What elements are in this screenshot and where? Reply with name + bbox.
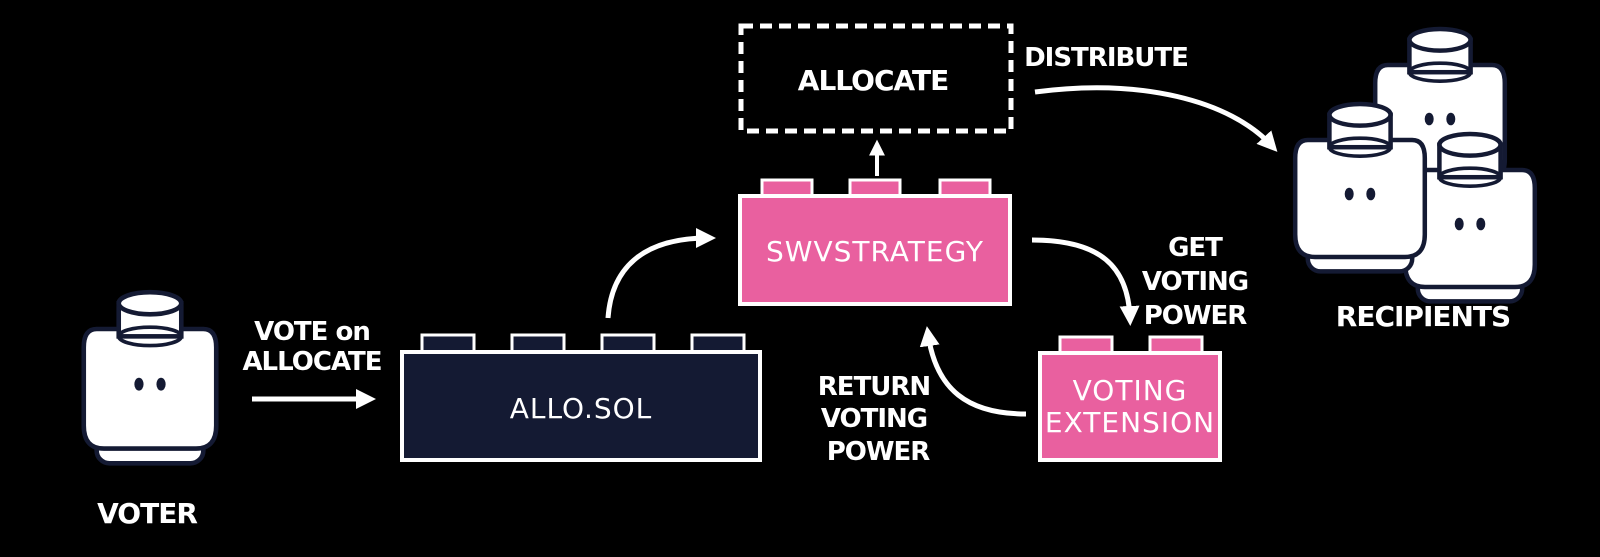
return-power-label: POWER	[827, 437, 931, 467]
get-label: GET	[1168, 233, 1223, 263]
allo-to-strategy-arrow	[605, 228, 716, 319]
return-voting-power-arrow	[919, 326, 1027, 417]
allocate-box: ALLOCATE	[738, 23, 1014, 134]
vote-on-label: VOTE on	[254, 317, 370, 347]
vote-allocate-label: ALLOCATE	[242, 347, 381, 377]
allocate-label: ALLOCATE	[798, 64, 948, 97]
distribute-label: DISTRIBUTE	[1024, 43, 1188, 73]
voting-ext-label-line2: EXTENSION	[1045, 406, 1215, 439]
voter-head-icon	[84, 292, 216, 463]
voter-label: VOTER	[97, 497, 197, 530]
allo-sol-label: ALLO.SOL	[510, 392, 653, 425]
swv-strategy-label: SWVSTRATEGY	[766, 235, 984, 268]
distribute-arrow	[1034, 85, 1278, 152]
allo-sol-block: ALLO.SOL	[400, 333, 762, 462]
return-label: RETURN	[818, 372, 930, 402]
get-power-label: POWER	[1144, 301, 1248, 331]
get-voting-power-arrow	[1031, 237, 1140, 326]
return-voting-label: VOTING	[821, 404, 927, 434]
voting-ext-label-line1: VOTING	[1073, 374, 1188, 407]
get-voting-label: VOTING	[1142, 267, 1248, 297]
swv-strategy-block: SWVSTRATEGY	[738, 178, 1012, 306]
recipients-label: RECIPIENTS	[1336, 300, 1510, 333]
voting-extension-block: VOTING EXTENSION	[1038, 335, 1222, 462]
